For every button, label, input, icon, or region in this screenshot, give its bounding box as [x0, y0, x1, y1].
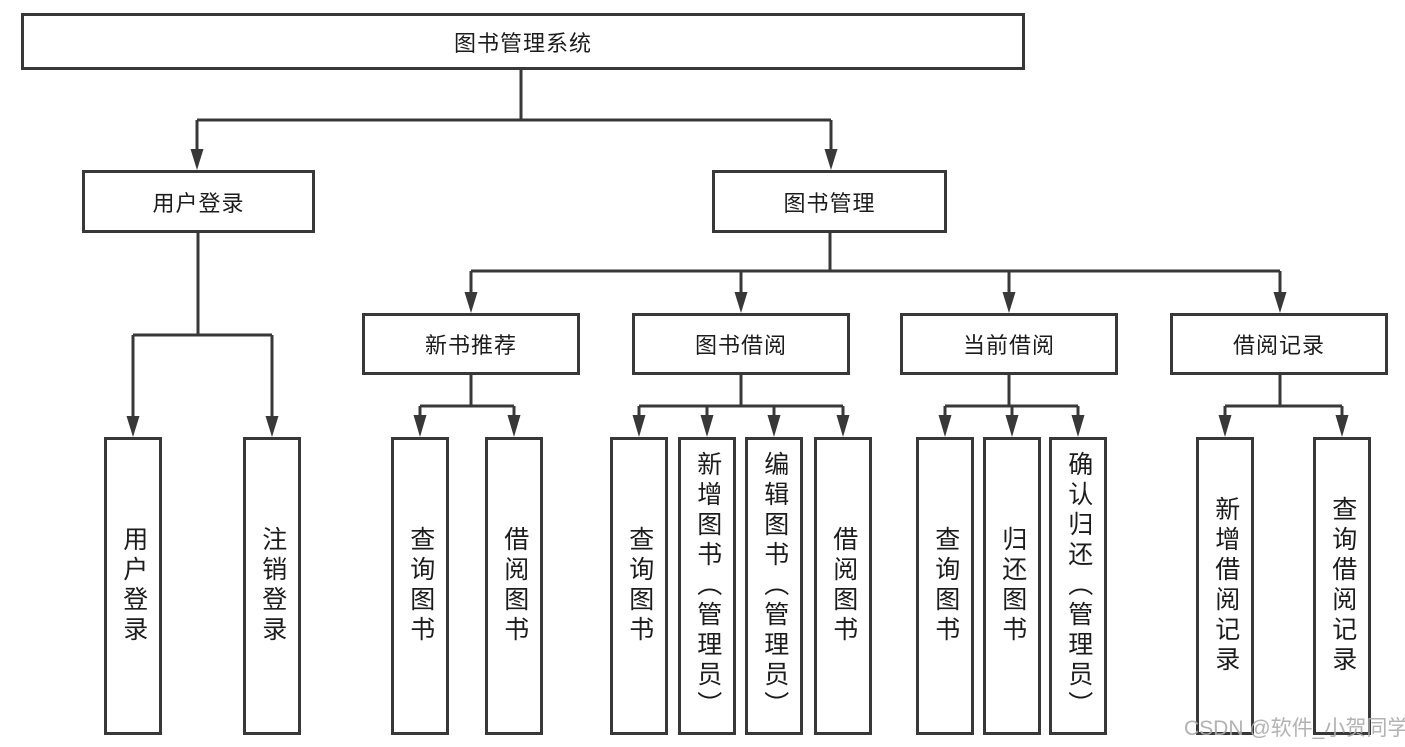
leaf-edit-books-admin: 编辑图书（管理员） — [745, 437, 803, 735]
leaf-query-borrow-record: 查询借阅记录 — [1313, 437, 1371, 735]
leaf-label: 编辑图书（管理员） — [760, 451, 789, 721]
leaf-add-books-admin: 新增图书（管理员） — [678, 437, 736, 735]
leaf-logout: 注销登录 — [243, 437, 301, 735]
leaf-label: 新增借阅记录 — [1211, 496, 1240, 676]
csdn-watermark: CSDN @软件_小贺同学 — [1184, 717, 1405, 740]
leaf-return-books: 归还图书 — [983, 437, 1041, 735]
node-label: 图书管理 — [783, 190, 876, 216]
node-user-login: 用户登录 — [82, 170, 315, 233]
leaf-label: 查询借阅记录 — [1328, 496, 1357, 676]
node-new-book-recommend: 新书推荐 — [362, 313, 580, 375]
node-label: 图书借阅 — [694, 333, 787, 358]
leaf-user-login: 用户登录 — [104, 437, 162, 735]
leaf-borrow-books-2: 借阅图书 — [814, 437, 872, 735]
node-label: 当前借阅 — [962, 333, 1055, 358]
leaf-label: 查询图书 — [625, 526, 654, 646]
leaf-add-borrow-record: 新增借阅记录 — [1196, 437, 1254, 735]
node-library-system: 图书管理系统 — [21, 13, 1025, 70]
leaf-query-books-1: 查询图书 — [391, 437, 449, 735]
leaf-borrow-books-1: 借阅图书 — [485, 437, 543, 735]
node-label: 用户登录 — [152, 190, 245, 216]
leaf-label: 查询图书 — [931, 526, 960, 646]
leaf-query-books-3: 查询图书 — [916, 437, 974, 735]
leaf-confirm-return-admin: 确认归还（管理员） — [1049, 437, 1107, 735]
node-book-borrow: 图书借阅 — [632, 313, 850, 375]
node-current-borrow: 当前借阅 — [900, 313, 1118, 375]
node-label: 新书推荐 — [424, 333, 517, 358]
node-label: 借阅记录 — [1232, 333, 1325, 358]
node-borrow-record: 借阅记录 — [1170, 313, 1388, 375]
leaf-label: 归还图书 — [998, 526, 1027, 646]
leaf-label: 查询图书 — [406, 526, 435, 646]
leaf-label: 借阅图书 — [500, 526, 529, 646]
leaf-label: 新增图书（管理员） — [693, 451, 722, 721]
leaf-label: 用户登录 — [119, 526, 148, 646]
leaf-label: 注销登录 — [258, 526, 287, 646]
node-book-management: 图书管理 — [712, 170, 947, 233]
leaf-label: 借阅图书 — [829, 526, 858, 646]
node-label: 图书管理系统 — [453, 30, 592, 56]
leaf-query-books-2: 查询图书 — [610, 437, 668, 735]
leaf-label: 确认归还（管理员） — [1064, 451, 1093, 721]
